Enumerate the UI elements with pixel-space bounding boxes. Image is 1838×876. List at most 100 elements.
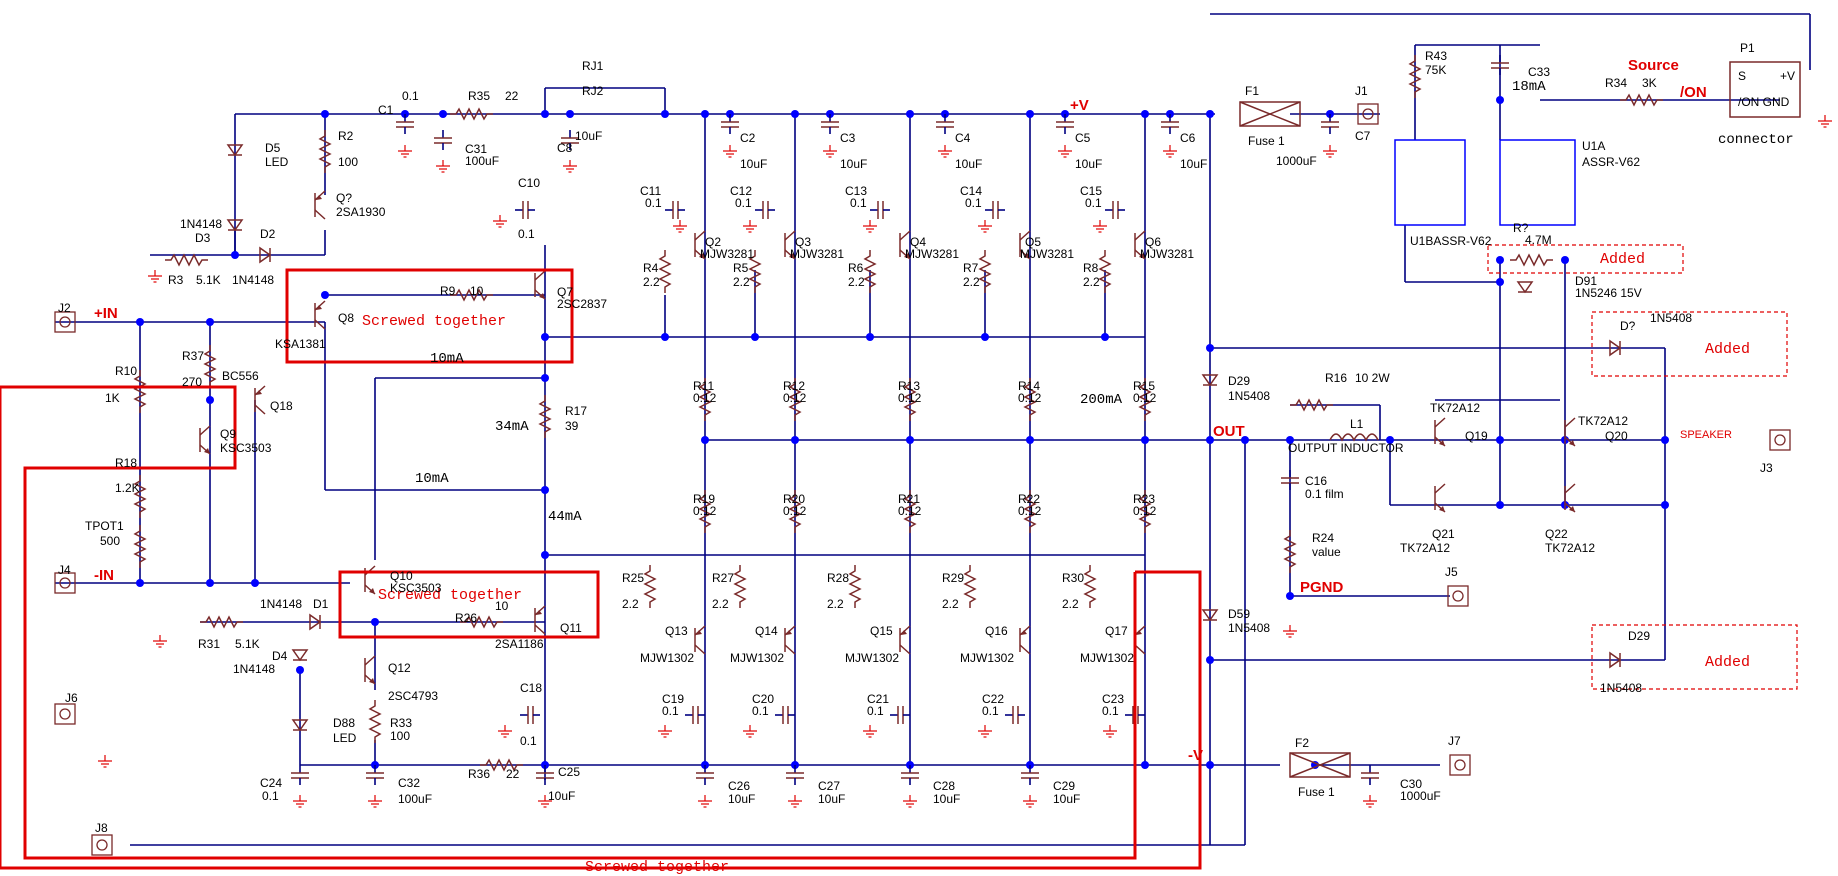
output-q-type: MJW1302 — [845, 651, 899, 665]
driver-cap-ref: C12 — [730, 184, 752, 198]
output-r-ref: R28 — [827, 571, 849, 585]
c31-val: 100uF — [465, 154, 499, 168]
d91-ref: D91 — [1575, 274, 1597, 288]
driver-q-type: MJW3281 — [1140, 247, 1194, 261]
output-r-val: 2.2 — [712, 597, 729, 611]
driver-cap-val: 0.1 — [645, 196, 662, 210]
dq-ref: D? — [1620, 319, 1636, 333]
driver-cap-val: 0.1 — [735, 196, 752, 210]
c1-ref: C1 — [378, 103, 394, 117]
q10-ref: Q10 — [390, 569, 413, 583]
label-speaker: SPEAKER — [1680, 429, 1732, 441]
p1-pin-v: +V — [1780, 69, 1795, 83]
added-box-3 — [1591, 624, 1798, 690]
emitter-bot-val: 0.12 — [898, 504, 922, 518]
driver-cap-ref: C13 — [845, 184, 867, 198]
output-cap-val: 0.1 — [662, 704, 679, 718]
c10-val: 0.1 — [518, 227, 535, 241]
tk1: TK72A12 — [1430, 401, 1480, 415]
r17-ref: R17 — [565, 404, 587, 418]
driver-q-ref: Q5 — [1025, 235, 1041, 249]
c1-val: 0.1 — [402, 89, 419, 103]
note-added-1: Added — [1600, 251, 1645, 268]
p1-pin-s: S — [1738, 69, 1746, 83]
output-q-type: MJW1302 — [1080, 651, 1134, 665]
c30-ref: C30 — [1400, 777, 1422, 791]
r35-ref: R35 — [468, 89, 490, 103]
d91-val: 1N5246 15V — [1575, 286, 1642, 300]
driver-r-val: 2.2 — [733, 275, 750, 289]
r36-val: 22 — [506, 767, 520, 781]
cap-bot-ref: C28 — [933, 779, 955, 793]
driver-cap-val: 0.1 — [965, 196, 982, 210]
r3-val: 5.1K — [196, 273, 221, 287]
l1-ref: L1 — [1350, 417, 1364, 431]
r31-val: 5.1K — [235, 637, 260, 651]
r37-ref: R37 — [182, 349, 204, 363]
q18: Q18 — [270, 399, 293, 413]
q9-val: KSC3503 — [220, 441, 272, 455]
r10-ref: R10 — [115, 364, 137, 378]
r16-ref: R16 — [1325, 371, 1347, 385]
p1-ref: P1 — [1740, 41, 1755, 55]
d88-val: LED — [333, 731, 357, 745]
r16-val: 10 2W — [1355, 371, 1390, 385]
r33-val: 100 — [390, 729, 410, 743]
c25-val: 10uF — [548, 789, 575, 803]
c18-ref: C18 — [520, 681, 542, 695]
emitter-top-val: 0.12 — [1133, 391, 1157, 405]
qq-ref: Q? — [336, 191, 352, 205]
c7-val: 1000uF — [1276, 154, 1317, 168]
driver-cap-val: 0.1 — [1085, 196, 1102, 210]
emitter-bot-ref: R22 — [1018, 492, 1040, 506]
d59-ref: D59 — [1228, 607, 1250, 621]
d4-val: 1N4148 — [233, 662, 275, 676]
output-r-ref: R27 — [712, 571, 734, 585]
tk3: TK72A12 — [1400, 541, 1450, 555]
current-10ma-2: 10mA — [415, 471, 449, 487]
r26-val: 10 — [495, 599, 509, 613]
bc556: BC556 — [222, 369, 259, 383]
rq-val: 4.7M — [1525, 233, 1552, 247]
driver-cap-ref: C14 — [960, 184, 982, 198]
cap-top-val: 10uF — [840, 157, 867, 171]
driver-q-type: MJW3281 — [1020, 247, 1074, 261]
tk2: TK72A12 — [1578, 414, 1628, 428]
driver-r-ref: R6 — [848, 261, 864, 275]
emitter-top-ref: R15 — [1133, 379, 1155, 393]
cap-top-val: 10uF — [1075, 157, 1102, 171]
d5-val: LED — [265, 155, 289, 169]
note-screwed-q10: Screwed together — [378, 587, 522, 604]
driver-r-val: 2.2 — [643, 275, 660, 289]
emitter-bot-val: 0.12 — [1133, 504, 1157, 518]
cap-bot-val: 10uF — [818, 792, 845, 806]
driver-q-ref: Q4 — [910, 235, 926, 249]
output-cap-val: 0.1 — [752, 704, 769, 718]
label-pgnd: PGND — [1300, 579, 1344, 596]
label-vminus: -V — [1188, 747, 1203, 764]
r10-val: 1K — [105, 391, 120, 405]
emitter-bot-ref: R20 — [783, 492, 805, 506]
cap-top-ref: C4 — [955, 131, 971, 145]
output-r-ref: R25 — [622, 571, 644, 585]
p1-pin-on: /ON GND — [1738, 95, 1790, 109]
r17-val: 39 — [565, 419, 579, 433]
d1-val: 1N4148 — [260, 597, 302, 611]
r3-ref: R3 — [168, 273, 184, 287]
screwed-box-q10 — [338, 570, 600, 639]
output-q-ref: Q14 — [755, 624, 778, 638]
c32-val: 100uF — [398, 792, 432, 806]
r9-val: 10 — [470, 284, 484, 298]
f1-ref: F1 — [1245, 84, 1259, 98]
current-10ma-1: 10mA — [430, 351, 464, 367]
q7-ref: Q7 — [557, 285, 573, 299]
q19: Q19 — [1465, 429, 1488, 443]
q10-val: KSC3503 — [390, 581, 442, 595]
output-q-ref: Q15 — [870, 624, 893, 638]
emitter-bot-val: 0.12 — [693, 504, 717, 518]
q8-ref: Q8 — [338, 311, 354, 325]
emitter-bot-val: 0.12 — [1018, 504, 1042, 518]
c24-ref: C24 — [260, 776, 282, 790]
relay-u1b — [1394, 139, 1466, 226]
